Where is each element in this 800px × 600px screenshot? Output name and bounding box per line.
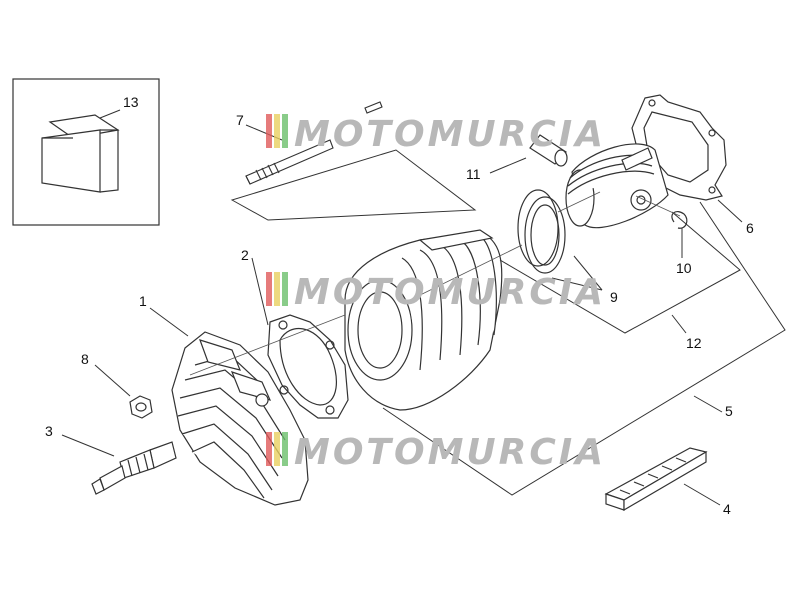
watermark-middle: MOTOMURCIA [266, 272, 606, 313]
label-part-5: 5 [725, 403, 733, 419]
part-labels: 13 7 11 6 2 10 9 1 12 8 5 3 4 [45, 94, 754, 517]
watermark-text: MOTOMURCIA [294, 432, 606, 473]
label-part-1: 1 [139, 293, 147, 309]
leader-lines [61, 109, 743, 506]
label-part-3: 3 [45, 423, 53, 439]
cylinder-drawing [344, 229, 503, 411]
label-part-4: 4 [723, 501, 731, 517]
stud-bolt-drawing [245, 101, 383, 185]
stud-bolt-frame [230, 149, 477, 221]
label-part-12: 12 [686, 335, 702, 351]
label-part-7: 7 [236, 112, 244, 128]
piston-pin-drawing [529, 134, 568, 167]
label-part-2: 2 [241, 247, 249, 263]
assembly-bracket-lines [382, 201, 786, 496]
piston-rings-drawing [517, 189, 566, 274]
watermark-top: MOTOMURCIA [266, 114, 606, 155]
label-part-9: 9 [610, 289, 618, 305]
cylinder-head-drawing [171, 331, 309, 506]
watermark-text: MOTOMURCIA [294, 114, 606, 155]
label-part-11: 11 [466, 166, 481, 182]
sealant-strip-drawing [604, 447, 708, 512]
watermark-bottom: MOTOMURCIA [266, 432, 606, 473]
label-part-8: 8 [81, 351, 89, 367]
watermark-text: MOTOMURCIA [294, 272, 606, 313]
piston-drawing [565, 143, 669, 229]
label-part-6: 6 [746, 220, 754, 236]
axis-guide-lines [189, 191, 681, 376]
label-part-13: 13 [123, 94, 139, 110]
circlip-drawing [671, 210, 688, 229]
head-gasket-drawing [267, 314, 349, 419]
spark-plug-drawing [91, 441, 177, 495]
label-part-10: 10 [676, 260, 692, 276]
nut-drawing [129, 395, 153, 419]
gasket-kit-box [12, 78, 160, 226]
